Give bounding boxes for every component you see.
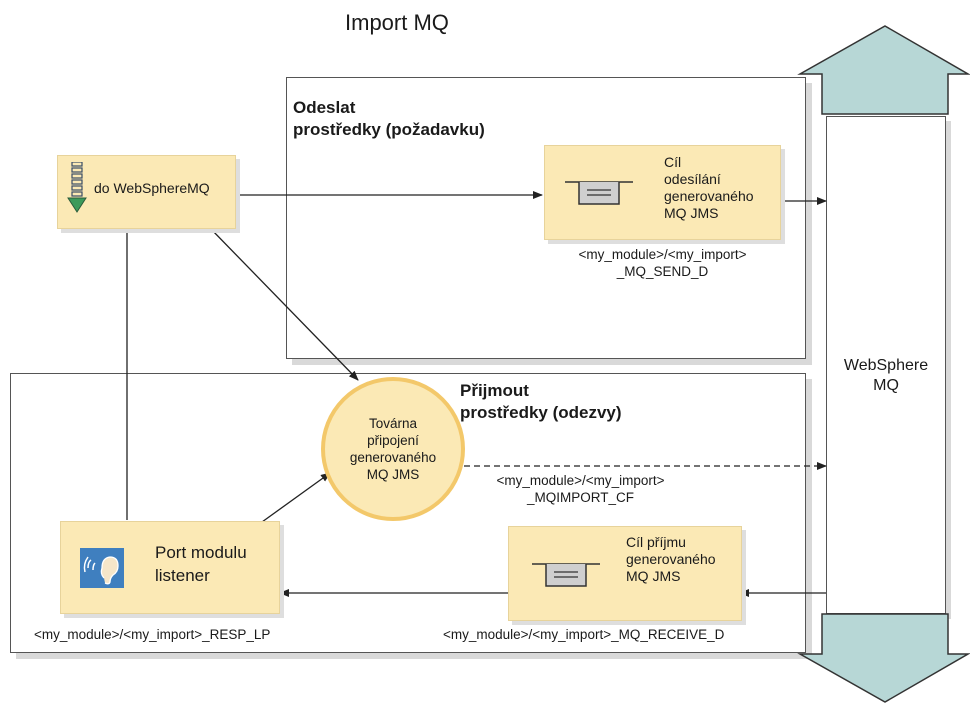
mq-up-arrow — [797, 25, 970, 115]
mq-down-arrow — [797, 613, 970, 703]
listener-port-path: <my_module>/<my_import>_RESP_LP — [34, 627, 271, 642]
send-group-label: Odeslat prostředky (požadavku) — [293, 98, 485, 139]
websphere-mq-node-label: do WebSphereMQ — [94, 180, 210, 196]
websphere-mq-column — [826, 116, 946, 614]
connection-factory-label: Továrna připojení generovaného MQ JMS — [349, 416, 437, 482]
listener-port-label: Port modulu listener — [155, 543, 247, 585]
receive-destination-label: Cíl příjmu generovaného MQ JMS — [626, 534, 716, 584]
arrow-listener-to-factory — [261, 472, 331, 523]
download-queue-icon — [64, 161, 88, 214]
receive-destination-path: <my_module>/<my_import>_MQ_RECEIVE_D — [443, 627, 725, 642]
arrow-websphere-to-factory — [209, 227, 359, 381]
queue-tray-icon — [565, 178, 633, 208]
queue-tray-icon — [532, 560, 600, 590]
listener-ear-icon — [80, 548, 124, 588]
connection-factory-circle — [321, 377, 465, 521]
send-destination-path: <my_module>/<my_import> _MQ_SEND_D — [578, 247, 747, 279]
connection-factory-path: <my_module>/<my_import> _MQIMPORT_CF — [496, 473, 665, 505]
diagram-title: Import MQ — [345, 10, 449, 35]
receive-group-label: Přijmout prostředky (odezvy) — [460, 381, 622, 422]
send-destination-label: Cíl odesílání generovaného MQ JMS — [664, 154, 754, 221]
websphere-mq-label: WebSphere MQ — [843, 357, 929, 394]
websphere-mq-node — [57, 155, 236, 229]
